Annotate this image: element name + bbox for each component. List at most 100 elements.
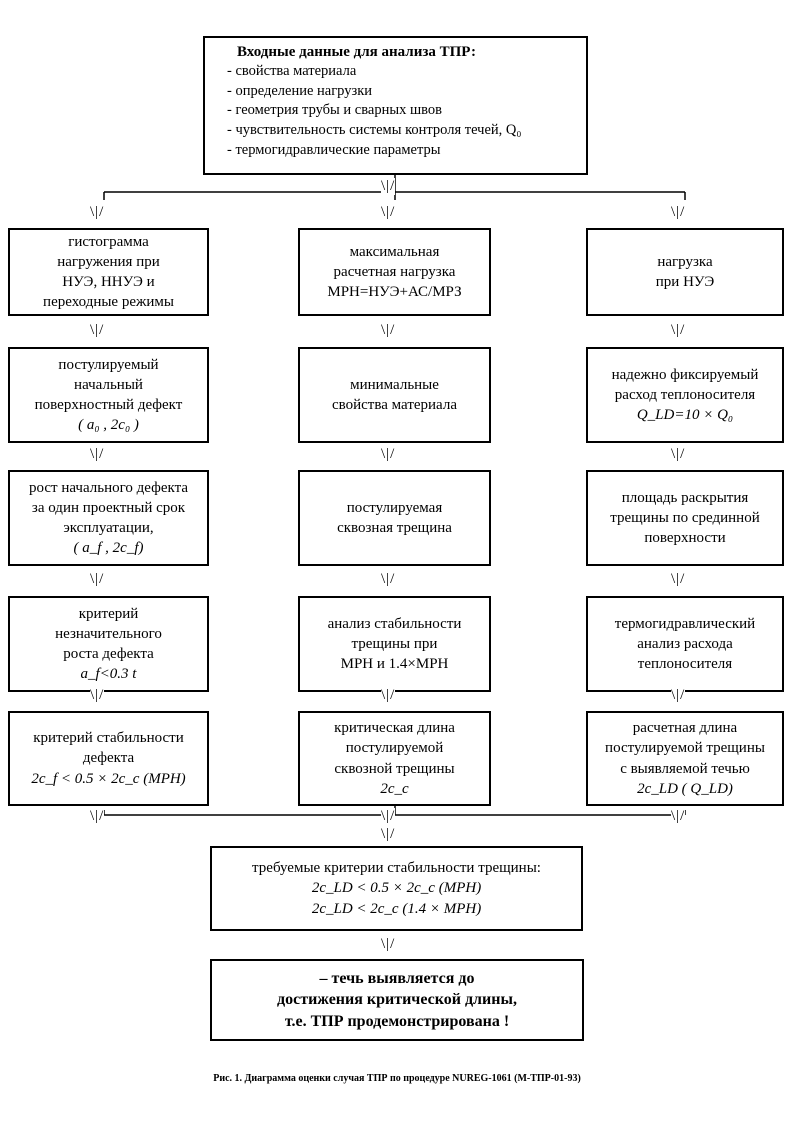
flow-box-line: сквозная трещина (337, 520, 452, 536)
flow-box: расчетная длина постулируемой трещины с вы… (586, 711, 784, 806)
flow-box-line: Q_LD=10 × Q₀ (636, 407, 734, 424)
flow-box: постулируемая сквозная трещина (298, 470, 491, 566)
flow-box-line: НУЭ, ННУЭ и (62, 274, 155, 290)
flow-box-line: термогидравлический (614, 615, 756, 632)
criteria-line: 2c_LD < 0.5 × 2c_c (МРН) (311, 880, 482, 897)
flow-box-line: теплоносителя (637, 656, 733, 673)
flow-box-line: роста дефекта (63, 646, 154, 662)
criteria-title: требуемые критерии стабильности трещины: (252, 860, 541, 877)
conclusion-line: достижения критической длины, (277, 991, 517, 1009)
down-arrow-icon: \|/ (381, 936, 396, 953)
flow-box-line: переходные режимы (43, 294, 174, 311)
flow-box-line: постулируемый (58, 356, 159, 373)
flow-box-line: надежно фиксируемый (611, 366, 759, 383)
flow-box-line: расход теплоносителя (614, 386, 756, 403)
conclusion-line: – течь выявляется до (319, 969, 475, 987)
input-item: - геометрия трубы и сварных швов (227, 102, 442, 119)
flow-box-line: 2c_LD ( Q_LD) (637, 780, 733, 797)
flow-box-line: нагрузка (657, 253, 713, 270)
input-item: - определение нагрузки (227, 82, 373, 99)
flow-box-line: трещины по срединной (610, 509, 760, 526)
input-data-title: Входные данные для анализа ТПР: (237, 44, 477, 60)
down-arrow-icon: \|/ (381, 687, 396, 704)
flow-box: постулируемый начальный поверхностный дефе… (8, 347, 209, 443)
flow-box: нагрузка при НУЭ (586, 228, 784, 316)
figure-caption: Рис. 1. Диаграмма оценки случая ТПР по п… (213, 1073, 581, 1084)
flow-box-line: начальный (74, 376, 143, 393)
flow-box-line: при НУЭ (655, 274, 715, 290)
down-arrow-icon: \|/ (671, 571, 686, 588)
flow-box-line: площадь раскрытия (621, 489, 749, 506)
conclusion-line: т.е. ТПР продемонстрирована ! (284, 1012, 510, 1030)
flow-box-line: МРН и 1.4×МРН (340, 656, 449, 673)
input-item: - термогидравлические параметры (227, 141, 441, 158)
down-arrow-icon: \|/ (90, 808, 105, 825)
down-arrow-icon: \|/ (90, 322, 105, 339)
flow-box: критическая длина постулируемой сквозной т… (298, 711, 491, 806)
flow-box-line: ( a₀ , 2c₀ ) (78, 417, 139, 434)
down-arrow-icon: \|/ (671, 687, 686, 704)
flow-box: минимальные свойства материала (298, 347, 491, 443)
flow-box-line: трещины при (351, 635, 438, 652)
flow-box: площадь раскрытия трещины по срединной пов… (586, 470, 784, 566)
flow-box-line: анализ расхода (637, 635, 733, 652)
flow-box-line: постулируемая (346, 499, 443, 516)
flow-box: термогидравлический анализ расхода теплоно… (586, 596, 784, 692)
down-arrow-icon: \|/ (381, 571, 396, 588)
down-arrow-icon: \|/ (381, 178, 396, 195)
flow-box-line: 2c_f < 0.5 × 2c_c (МРН) (31, 770, 186, 787)
flow-box-line: нагружения при (57, 253, 160, 270)
flow-box-line: рост начального дефекта (29, 479, 188, 496)
flow-box-line: МРН=НУЭ+АС/МРЗ (327, 284, 462, 301)
flow-box-line: эксплуатации, (63, 520, 154, 536)
criteria-line: 2c_LD < 2c_c (1.4 × МРН) (311, 900, 482, 917)
down-arrow-icon: \|/ (671, 808, 686, 825)
down-arrow-icon: \|/ (671, 204, 686, 221)
down-arrow-icon: \|/ (381, 826, 396, 843)
flow-box-line: расчетная нагрузка (333, 263, 456, 280)
flow-box-line: максимальная (349, 243, 440, 260)
flow-box-line: дефекта (82, 750, 135, 767)
down-arrow-icon: \|/ (90, 446, 105, 463)
down-arrow-icon: \|/ (381, 808, 396, 825)
flow-box-line: незначительного (55, 625, 162, 642)
flow-box-line: свойства материала (331, 397, 457, 413)
criteria-box: требуемые критерии стабильности трещины:… (210, 846, 583, 931)
flow-box-line: с выявляемой течью (620, 760, 750, 777)
flow-box-line: постулируемой трещины (605, 740, 765, 757)
down-arrow-icon: \|/ (90, 571, 105, 588)
flow-box-line: за один проектный срок (31, 499, 186, 516)
flow-box-line: 2c_c (380, 780, 409, 797)
flow-box-line: минимальные (350, 376, 439, 393)
flow-box-line: расчетная длина (632, 720, 738, 736)
flow-box-line: критерий стабильности (33, 730, 184, 747)
down-arrow-icon: \|/ (381, 204, 396, 221)
input-data-box: Входные данные для анализа ТПР: - свойст… (203, 36, 588, 175)
flow-box-line: гистограмма (68, 233, 149, 250)
down-arrow-icon: \|/ (381, 446, 396, 463)
input-item: - свойства материала (227, 63, 357, 80)
flow-box-line: поверхности (644, 530, 726, 547)
flow-box-line: a_f<0.3 t (80, 666, 137, 683)
down-arrow-icon: \|/ (381, 322, 396, 339)
flow-box-line: анализ стабильности (327, 615, 462, 632)
flow-box-line: ( a_f , 2c_f) (73, 540, 144, 557)
flow-box-line: поверхностный дефект (34, 397, 183, 413)
flow-box-line: сквозной трещины (334, 760, 455, 777)
input-item: - чувствительность системы контроля тече… (227, 121, 522, 138)
down-arrow-icon: \|/ (90, 687, 105, 704)
flow-box-line: постулируемой (345, 740, 444, 757)
conclusion-box: – течь выявляется до достижения критичес… (210, 959, 584, 1041)
flow-box-line: критерий (78, 605, 139, 622)
flow-box-line: критическая длина (334, 720, 455, 736)
down-arrow-icon: \|/ (90, 204, 105, 221)
flow-box: критерий незначительного роста дефекта a_f<… (8, 596, 209, 692)
down-arrow-icon: \|/ (671, 446, 686, 463)
flow-box: рост начального дефекта за один проектный… (8, 470, 209, 566)
flow-box: критерий стабильности дефекта 2c_f < 0.5 ×… (8, 711, 209, 806)
down-arrow-icon: \|/ (671, 322, 686, 339)
